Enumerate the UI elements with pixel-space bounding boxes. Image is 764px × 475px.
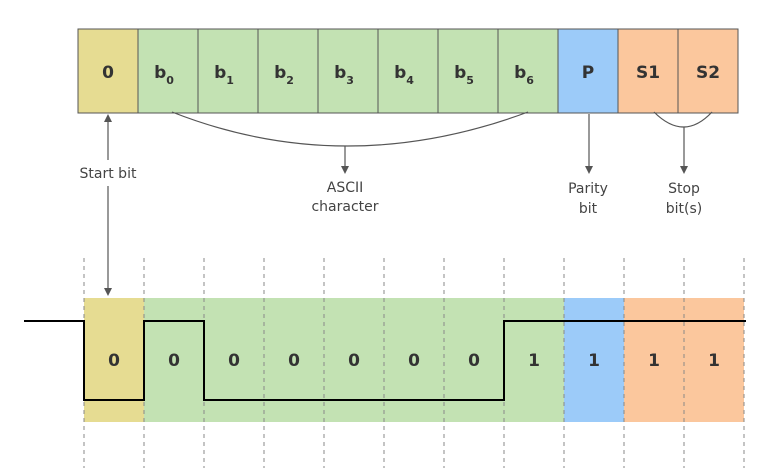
waveform-fill-6 — [444, 298, 504, 422]
frame-cell-9 — [617, 28, 679, 114]
ascii-label-line1: ASCII — [327, 180, 364, 196]
ascii-arrowhead — [341, 166, 349, 174]
waveform-bit-label-10: 1 — [708, 351, 720, 371]
frame-cell-subscript-3: 2 — [286, 74, 294, 87]
frame-cell-2 — [197, 28, 259, 114]
start-bit-arrowhead-up — [104, 114, 112, 122]
frame-cell-label-0: 0 — [102, 63, 114, 83]
parity-arrowhead — [585, 166, 593, 174]
stop-label-line1: Stop — [668, 181, 700, 197]
connectors — [104, 111, 713, 296]
waveform-fill-10 — [684, 298, 744, 422]
waveform-bit-label-6: 0 — [468, 351, 480, 371]
frame-cell-label-10: S2 — [696, 63, 720, 83]
waveform-fill-3 — [264, 298, 324, 422]
frame-cell-7 — [497, 28, 559, 114]
frame-cell-label-9: S1 — [636, 63, 660, 83]
frame-cell-subscript-6: 5 — [466, 74, 474, 87]
frame-cell-subscript-1: 0 — [166, 74, 174, 87]
waveform-fill-7 — [504, 298, 564, 422]
waveform-bit-label-8: 1 — [588, 351, 600, 371]
waveform-fill-8 — [564, 298, 624, 422]
parity-label-line1: Parity — [568, 181, 608, 197]
ascii-brace — [171, 111, 529, 147]
waveform-bit-label-2: 0 — [228, 351, 240, 371]
frame-cell-4 — [317, 28, 379, 114]
ascii-label-line2: character — [311, 199, 378, 215]
waveform-fill-2 — [204, 298, 264, 422]
waveform-bit-label-9: 1 — [648, 351, 660, 371]
frame-cell-subscript-4: 3 — [346, 74, 354, 87]
parity-label-line2: bit — [579, 201, 598, 217]
frame-cell-label-8: P — [582, 63, 594, 83]
waveform-bit-label-5: 0 — [408, 351, 420, 371]
waveform-fill-9 — [624, 298, 684, 422]
frame-cell-10 — [677, 28, 739, 114]
waveform-fill-4 — [324, 298, 384, 422]
waveform-bit-label-7: 1 — [528, 351, 540, 371]
frame-cell-1 — [137, 28, 199, 114]
start-bit-arrowhead-down — [104, 288, 112, 296]
frame-cell-subscript-2: 1 — [226, 74, 234, 87]
waveform-bit-label-0: 0 — [108, 351, 120, 371]
frame-cell-5 — [377, 28, 439, 114]
waveform-bit-fills — [84, 298, 744, 422]
waveform-bit-label-1: 0 — [168, 351, 180, 371]
waveform-fill-1 — [144, 298, 204, 422]
stop-arrowhead — [680, 166, 688, 174]
frame-cell-subscript-7: 6 — [526, 74, 534, 87]
stop-label-line2: bit(s) — [666, 201, 702, 217]
frame-cell-subscript-5: 4 — [406, 74, 414, 87]
frame-cell-3 — [257, 28, 319, 114]
waveform-bit-label-3: 0 — [288, 351, 300, 371]
signal-waveform — [24, 320, 746, 401]
waveform-bit-labels: 0 0 0 0 0 0 0 1 1 1 1 — [108, 351, 720, 371]
waveform-fill-0 — [84, 298, 144, 422]
frame-cell-6 — [437, 28, 499, 114]
start-bit-label: Start bit — [80, 166, 137, 182]
waveform-bit-label-4: 0 — [348, 351, 360, 371]
frame-cell-0 — [77, 28, 139, 114]
waveform-fill-5 — [384, 298, 444, 422]
stop-brace — [653, 111, 713, 128]
